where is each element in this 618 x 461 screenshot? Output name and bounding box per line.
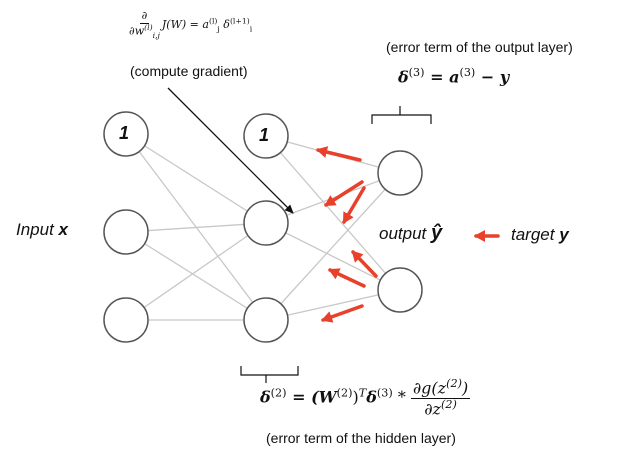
hidden-layer-brace	[240, 366, 299, 383]
target-label: target y	[511, 225, 569, 244]
output-layer-brace	[371, 106, 432, 124]
hidden-bias-node	[243, 113, 289, 159]
gradient-pointer-arrow	[167, 87, 294, 214]
delta2-formula: δ(2) = (W(2))Tδ(3) * ∂g(z(2)) ∂z(2)	[260, 377, 471, 419]
hidden-bias-label: 1	[259, 125, 270, 145]
delta3-formula: δ(3) = a(3) − y	[398, 66, 510, 87]
input-label: Input x	[16, 220, 69, 239]
gradient-caption: (compute gradient)	[130, 63, 248, 79]
output-label: output ŷ	[379, 222, 443, 244]
input-node-1	[103, 209, 149, 255]
gradient-formula: ∂ ∂w(l)i,j J(W) = a(l)j δ(l+1)i	[129, 9, 253, 40]
hidden-node-1	[243, 200, 289, 246]
output-layer-caption: (error term of the output layer)	[386, 39, 573, 55]
output-node-2	[377, 267, 423, 313]
hidden-node-2	[243, 297, 289, 343]
hidden-layer-caption: (error term of the hidden layer)	[266, 430, 456, 446]
input-node-2	[103, 297, 149, 343]
input-bias-label: 1	[119, 123, 130, 143]
backprop-arrows	[316, 146, 500, 323]
output-node-1	[377, 150, 423, 196]
input-bias-node	[103, 111, 149, 157]
input-hidden-edges	[125, 133, 267, 321]
